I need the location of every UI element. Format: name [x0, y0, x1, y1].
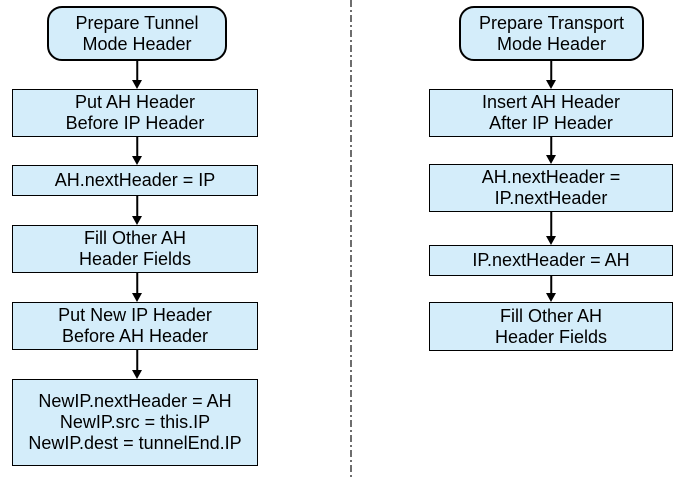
arrow-head-down-icon — [546, 236, 556, 245]
node-fill-other-ah-header-fields-right: Fill Other AH Header Fields — [429, 302, 673, 351]
arrow-head-down-icon — [546, 155, 556, 164]
arrow-shaft — [136, 350, 138, 372]
arrow-head-down-icon — [132, 293, 142, 302]
arrow-head-down-icon — [132, 80, 142, 89]
column-divider-dashed-line — [350, 0, 352, 479]
node-fill-other-ah-header-fields-left: Fill Other AH Header Fields — [12, 225, 258, 273]
arrow-shaft — [550, 276, 552, 295]
flow-arrow — [131, 196, 143, 225]
arrow-head-down-icon — [132, 370, 142, 379]
node-prepare-transport-mode-header: Prepare Transport Mode Header — [459, 6, 644, 61]
node-insert-ah-header-after-ip-header: Insert AH Header After IP Header — [429, 89, 673, 137]
arrow-shaft — [136, 196, 138, 218]
arrow-shaft — [136, 61, 138, 82]
flow-arrow — [545, 137, 557, 164]
node-put-ah-header-before-ip-header: Put AH Header Before IP Header — [12, 89, 258, 137]
arrow-shaft — [136, 273, 138, 295]
flow-arrow — [545, 61, 557, 89]
node-ah-nextheader-equals-ip-nextheader: AH.nextHeader = IP.nextHeader — [429, 164, 673, 212]
flow-arrow — [131, 273, 143, 302]
node-put-new-ip-header-before-ah-header: Put New IP Header Before AH Header — [12, 302, 258, 350]
flow-arrow — [545, 276, 557, 302]
arrow-shaft — [136, 137, 138, 158]
node-prepare-tunnel-mode-header: Prepare Tunnel Mode Header — [47, 6, 227, 61]
arrow-shaft — [550, 212, 552, 238]
arrow-head-down-icon — [132, 156, 142, 165]
arrow-head-down-icon — [132, 216, 142, 225]
node-ah-nextheader-equals-ip: AH.nextHeader = IP — [12, 165, 258, 196]
arrow-head-down-icon — [546, 293, 556, 302]
arrow-head-down-icon — [546, 80, 556, 89]
flow-arrow — [131, 137, 143, 165]
flow-arrow — [131, 61, 143, 89]
node-newip-field-assignments: NewIP.nextHeader = AH NewIP.src = this.I… — [12, 379, 258, 466]
arrow-shaft — [550, 137, 552, 157]
arrow-shaft — [550, 61, 552, 82]
node-ip-nextheader-equals-ah: IP.nextHeader = AH — [429, 245, 673, 276]
flow-arrow — [131, 350, 143, 379]
flow-arrow — [545, 212, 557, 245]
